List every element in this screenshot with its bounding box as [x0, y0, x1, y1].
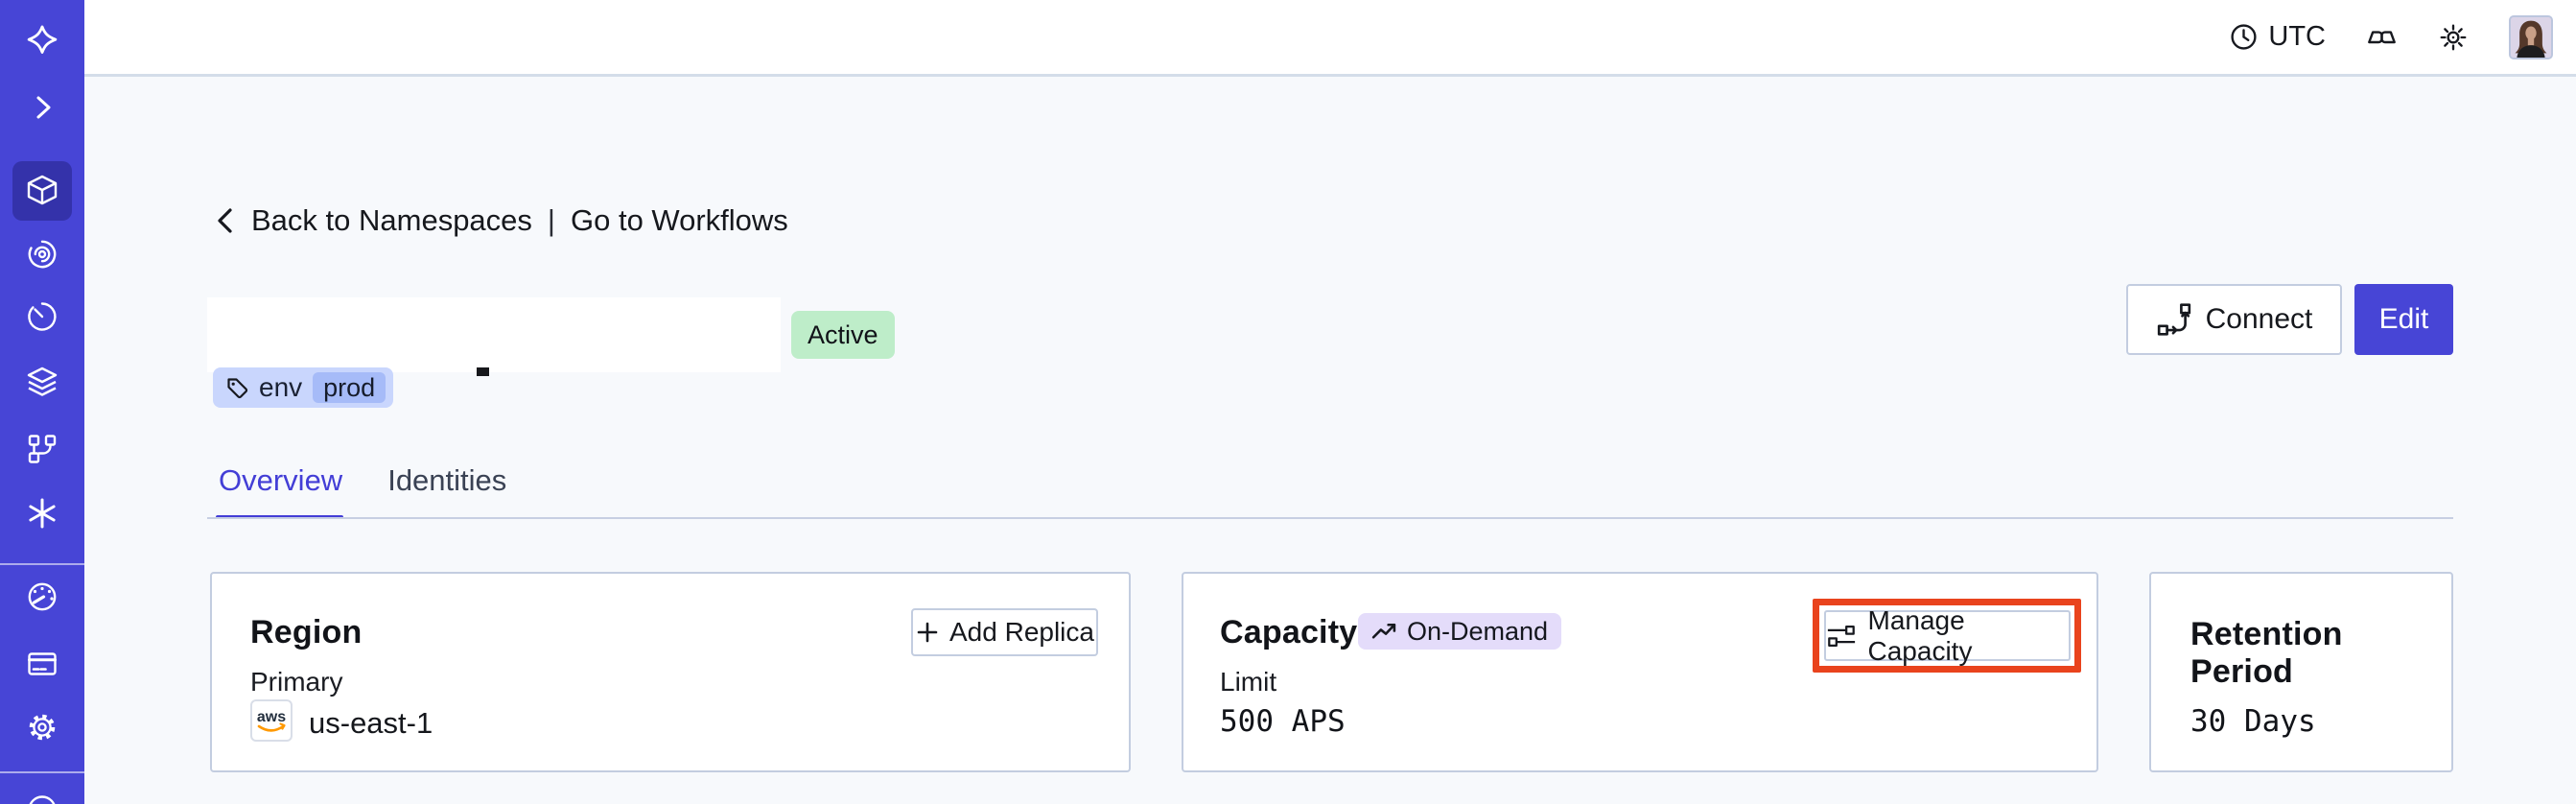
glasses-icon[interactable] — [2366, 21, 2398, 53]
aws-provider-icon: aws — [250, 699, 293, 742]
sidebar-item-schedules-clock-icon[interactable] — [25, 299, 59, 334]
on-demand-label: On-Demand — [1407, 616, 1549, 646]
sidebar-item-account-globe-icon[interactable] — [25, 789, 59, 804]
top-bar-actions: UTC — [2229, 0, 2553, 74]
status-badge: Active — [791, 311, 895, 359]
region-card-title: Region — [250, 614, 363, 650]
on-demand-badge: On-Demand — [1358, 613, 1562, 650]
sidebar-item-deployments-layers-icon[interactable] — [25, 365, 59, 399]
sun-icon[interactable] — [2438, 22, 2469, 53]
sidebar-item-workflows-swirl-icon[interactable] — [25, 237, 59, 272]
timezone-selector[interactable]: UTC — [2229, 21, 2326, 53]
back-to-namespaces-link[interactable]: Back to Namespaces — [251, 203, 532, 237]
edit-label: Edit — [2378, 303, 2429, 335]
retention-card: Retention Period 30 Days — [2149, 572, 2453, 772]
namespace-title-redacted — [207, 297, 781, 372]
retention-card-title: Retention Period — [2190, 616, 2343, 690]
clock-icon — [2229, 22, 2259, 52]
tag-value-badge: prod — [313, 372, 386, 403]
tab-bar-border — [207, 517, 2453, 519]
manage-capacity-label: Manage Capacity — [1867, 604, 1973, 666]
limit-label: Limit — [1220, 667, 1277, 697]
tag-icon — [225, 376, 248, 399]
edit-button[interactable]: Edit — [2354, 284, 2453, 355]
retention-value: 30 Days — [2190, 704, 2316, 739]
sidebar-item-nexus-asterisk-icon[interactable] — [25, 496, 59, 531]
tag-key: env — [259, 372, 303, 402]
sidebar-divider — [0, 563, 84, 565]
sidebar-item-usage-gauge-icon[interactable] — [25, 579, 59, 614]
connect-icon — [2156, 301, 2192, 338]
namespace-tag: env prod — [213, 367, 394, 408]
sidebar-item-settings-gear-icon[interactable] — [25, 710, 59, 745]
tab-overview[interactable]: Overview — [219, 463, 343, 497]
sidebar — [0, 0, 84, 804]
annotation-highlight-box: Manage Capacity — [1813, 599, 2081, 673]
avatar[interactable] — [2509, 14, 2553, 59]
tab-bar: Overview Identities — [219, 463, 506, 498]
capacity-card-title: Capacity — [1220, 614, 1358, 650]
namespace-title-fragment — [477, 367, 489, 376]
timezone-label: UTC — [2268, 21, 2326, 52]
tab-identities[interactable]: Identities — [387, 463, 507, 497]
breadcrumb: Back to Namespaces | Go to Workflows — [213, 203, 788, 238]
capacity-card: Capacity On-Demand Manage Capacity — [1182, 572, 2098, 772]
connect-button[interactable]: Connect — [2126, 284, 2342, 355]
trend-up-icon — [1371, 620, 1397, 643]
sidebar-expand-chevron-icon[interactable] — [25, 90, 59, 125]
go-to-workflows-link[interactable]: Go to Workflows — [570, 203, 788, 237]
add-replica-label: Add Replica — [949, 617, 1094, 647]
back-chevron-icon — [213, 204, 236, 237]
region-value: us-east-1 — [309, 706, 433, 740]
temporal-logo-icon[interactable] — [23, 23, 61, 61]
sliders-icon — [1826, 621, 1857, 651]
sidebar-item-batch-operations-branch-icon[interactable] — [25, 432, 59, 466]
primary-label: Primary — [250, 667, 343, 697]
svg-text:aws: aws — [257, 709, 286, 725]
sidebar-divider — [0, 771, 84, 773]
connect-label: Connect — [2205, 303, 2313, 335]
sidebar-item-billing-card-icon[interactable] — [25, 647, 59, 681]
top-bar: UTC — [84, 0, 2576, 77]
sidebar-item-namespaces-cube-icon[interactable] — [25, 173, 59, 207]
region-card: Region Add Replica Primary aws us-east-1 — [210, 572, 1131, 772]
breadcrumb-separator: | — [547, 203, 555, 237]
add-replica-button[interactable]: Add Replica — [911, 608, 1098, 656]
plus-icon — [915, 620, 940, 645]
manage-capacity-button[interactable]: Manage Capacity — [1823, 605, 2071, 666]
limit-value: 500 APS — [1220, 704, 1346, 739]
